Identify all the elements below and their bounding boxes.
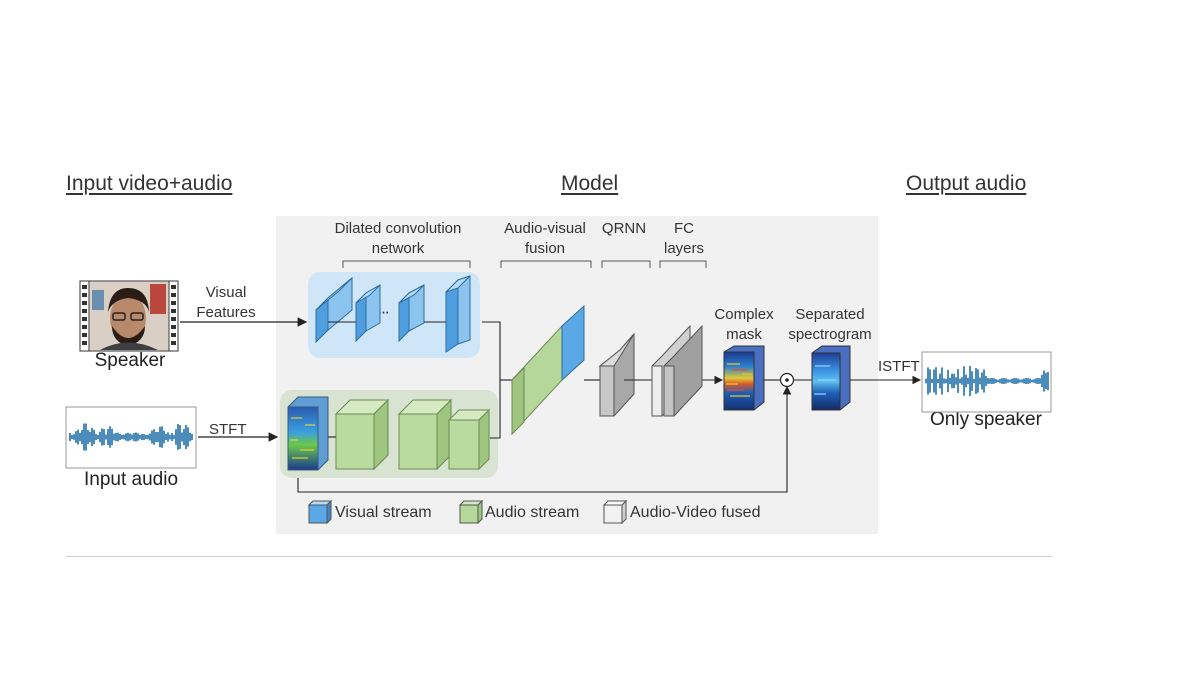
legend-swatches — [307, 499, 628, 525]
bottom-divider — [66, 556, 1052, 557]
legend-swatch-audio — [458, 499, 484, 525]
legend-visual-label: Visual stream — [335, 504, 432, 521]
separated-spectrogram-label: Separated spectrogram — [788, 306, 872, 343]
input-audio-label: Input audio — [83, 469, 179, 490]
qrnn-layer — [598, 332, 635, 417]
audio-conv-layers — [334, 398, 491, 471]
visual-conv-layers — [315, 275, 471, 353]
stage-fc-label: FC layers — [663, 220, 704, 257]
stage-dilated-label: Dilated convolution network — [334, 220, 462, 257]
multiply-node — [779, 372, 795, 388]
stage-qrnn-label: QRNN — [601, 220, 647, 237]
separated-spectrogram — [811, 345, 851, 411]
istft-label: ISTFT — [878, 358, 920, 375]
visual-features-label: Visual Features — [196, 284, 256, 321]
header-model: Model — [561, 172, 619, 195]
audio-spectrogram-input — [287, 396, 329, 471]
skip-connection — [297, 385, 792, 493]
legend-swatch-fused — [602, 499, 628, 525]
header-input: Input video+audio — [66, 172, 233, 195]
speaker-label: Speaker — [94, 350, 166, 371]
stage-brackets — [342, 260, 707, 268]
fusion-layer — [511, 304, 585, 436]
legend-swatch-visual — [307, 499, 333, 525]
legend-fused-label: Audio-Video fused — [630, 504, 761, 521]
only-speaker-label: Only speaker — [930, 409, 1042, 430]
header-output: Output audio — [906, 172, 1027, 195]
legend-audio-label: Audio stream — [485, 504, 580, 521]
output-waveform — [925, 365, 1049, 397]
complex-mask-label: Complex mask — [714, 306, 774, 343]
fusion-connector — [482, 321, 512, 439]
fc-layers — [651, 324, 703, 417]
model-panel — [276, 216, 878, 534]
complex-mask — [723, 345, 765, 411]
speaker-photo — [79, 280, 179, 352]
stage-fusion-label: Audio-visual fusion — [504, 220, 586, 257]
input-waveform — [69, 423, 193, 451]
stft-label: STFT — [209, 421, 247, 438]
